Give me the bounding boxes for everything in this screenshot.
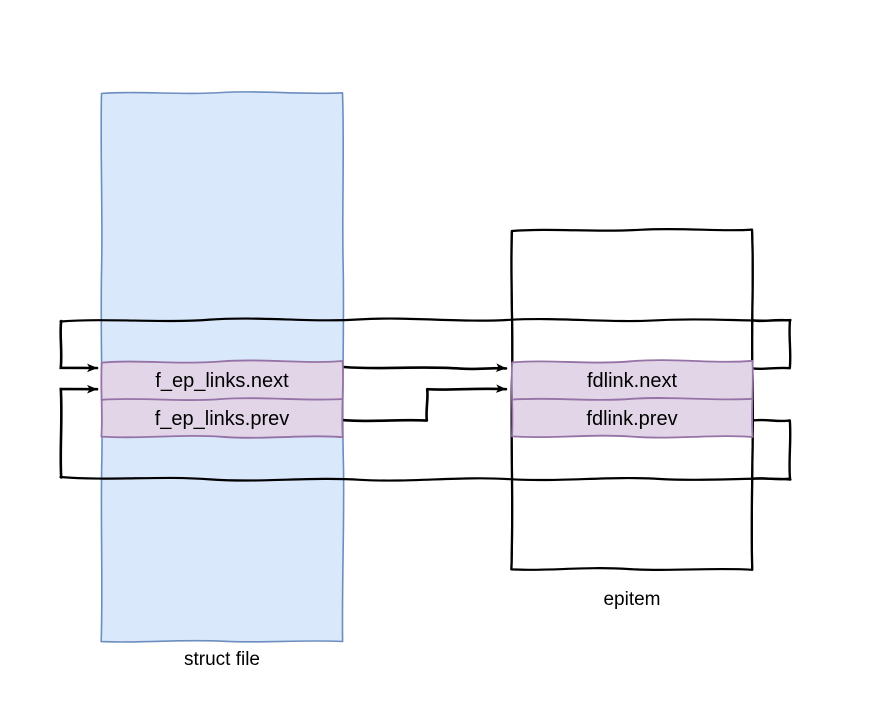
lower-rail-line [59, 475, 792, 482]
upper-rail-line [59, 317, 792, 323]
edge-fdprev-loop-path [750, 418, 792, 481]
left-upper-return-path [59, 319, 99, 373]
edge-fdnext-loop-path [750, 318, 792, 371]
edge-fepnext-to-fdnext [342, 363, 508, 372]
fdlink-row-divider [511, 397, 754, 401]
f-ep-links-row-divider [100, 397, 344, 401]
left-lower-return-path [59, 384, 99, 479]
edge-fepprev-to-fdnext [342, 384, 508, 423]
